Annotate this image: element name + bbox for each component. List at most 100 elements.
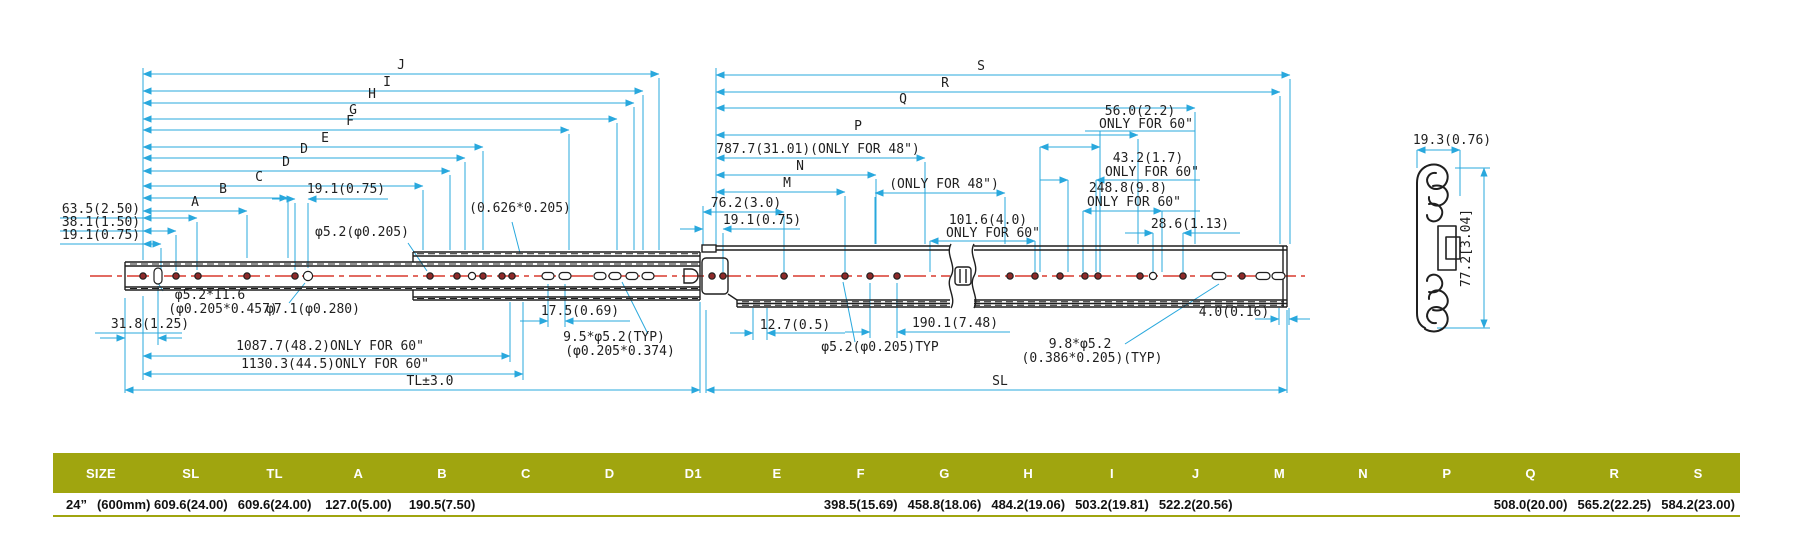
col-header-i: I (1070, 453, 1154, 493)
cell-d (567, 493, 652, 517)
cell-d1 (651, 493, 736, 517)
dimension-lines (60, 68, 1490, 394)
dim-letter-g: G (349, 103, 357, 118)
cell-m (1237, 493, 1322, 517)
dim-101-6b: ONLY FOR 60" (946, 226, 1040, 241)
col-header-b: B (400, 453, 484, 493)
dimension-labels: J I H G F E D D C B A 19.1(0.75) 63.5(2.… (62, 58, 1491, 389)
dim-9-8-phib: (0.386*0.205)(TYP) (1022, 351, 1163, 366)
dim-248-8b: ONLY FOR 60" (1087, 195, 1181, 210)
dim-letter-d2: D (282, 155, 290, 170)
dim-letter-n: N (796, 159, 804, 174)
cell-b: 190.5(7.50) (400, 493, 484, 517)
dim-letter-b: B (219, 182, 227, 197)
dim-19-1-upper: 19.1(0.75) (307, 182, 385, 197)
dim-19-1-left: 19.1(0.75) (62, 228, 140, 243)
col-header-h: H (986, 453, 1071, 493)
dim-phi5-2-typ: φ5.2(φ0.205)TYP (821, 340, 939, 355)
col-header-a: A (316, 453, 401, 493)
size-inches: 24” (66, 496, 87, 512)
size-mm: (600mm) (96, 496, 151, 512)
cell-n (1321, 493, 1406, 517)
cell-f: 398.5(15.69) (818, 493, 903, 517)
slide-rail-left-view (124, 251, 701, 301)
dim-letter-h: H (368, 87, 376, 102)
col-header-r: R (1572, 453, 1657, 493)
cell-q: 508.0(20.00) (1488, 493, 1573, 517)
dim-letter-c: C (255, 170, 263, 185)
cell-p (1405, 493, 1489, 517)
col-header-n: N (1321, 453, 1406, 493)
dim-letter-f: F (346, 114, 354, 129)
col-header-j: J (1153, 453, 1238, 493)
dim-9-8-phi: 9.8*φ5.2 (1049, 337, 1112, 352)
dim-9-5-phi: 9.5*φ5.2(TYP) (563, 330, 665, 345)
dim-letter-j: J (397, 58, 405, 73)
col-header-size: SIZE (53, 453, 149, 493)
cell-a: 127.0(5.00) (316, 493, 401, 517)
dim-cross-width: 19.3(0.76) (1413, 133, 1491, 148)
col-header-tl: TL (232, 453, 317, 493)
dim-56-0b: ONLY FOR 60" (1099, 117, 1193, 132)
cell-e (735, 493, 819, 517)
dim-phi7-1: φ7.1(φ0.280) (266, 302, 360, 317)
dim-letter-q: Q (899, 92, 907, 107)
dim-787-7: 787.7(31.01)(ONLY FOR 48") (716, 142, 920, 157)
dim-letter-r: R (941, 76, 949, 91)
col-header-e: E (735, 453, 819, 493)
dim-letter-i: I (383, 75, 391, 90)
table-row: 24”(600mm) 609.6(24.00) 609.6(24.00) 127… (53, 493, 1740, 517)
rail-cross-section (1416, 163, 1461, 333)
dim-letter-a: A (191, 195, 199, 210)
mounting-holes (139, 267, 1286, 285)
dim-only-48: (ONLY FOR 48") (889, 177, 999, 192)
dim-63-5: 63.5(2.50) (62, 202, 140, 217)
col-header-d1: D1 (651, 453, 736, 493)
dim-1087-7: 1087.7(48.2)ONLY FOR 60" (236, 339, 424, 354)
dim-cross-height: 77.2[3.04] (1459, 209, 1474, 287)
col-header-sl: SL (149, 453, 233, 493)
dim-letter-s: S (977, 59, 985, 74)
dim-76-2: 76.2(3.0) (711, 196, 781, 211)
dim-letter-d: D (300, 142, 308, 157)
dim-phi5-2: φ5.2(φ0.205) (315, 225, 409, 240)
cell-h: 484.2(19.06) (986, 493, 1071, 517)
table-header-row: SIZE SL TL A B C D D1 E F G H I J M N P … (53, 453, 1740, 493)
dim-38-1: 38.1(1.50) (62, 215, 140, 230)
dim-9-5-phib: (φ0.205*0.374) (565, 344, 675, 359)
dim-phi5-2x11-6: φ5.2*11.6 (175, 288, 245, 303)
dim-sl: SL (992, 374, 1008, 389)
dim-tl: TL±3.0 (407, 374, 454, 389)
col-header-f: F (818, 453, 903, 493)
dim-43-2: 43.2(1.7) (1113, 151, 1183, 166)
col-header-s: S (1656, 453, 1740, 493)
col-header-m: M (1237, 453, 1322, 493)
cell-tl: 609.6(24.00) (232, 493, 317, 517)
cell-c (483, 493, 568, 517)
dimension-table: SIZE SL TL A B C D D1 E F G H I J M N P … (53, 453, 1740, 517)
technical-drawing: J I H G F E D D C B A 19.1(0.75) 63.5(2.… (60, 58, 1491, 394)
dim-248-8: 248.8(9.8) (1089, 181, 1167, 196)
dim-letter-e: E (321, 131, 329, 146)
slide-rail-right-view (701, 243, 1288, 309)
dim-12-7: 12.7(0.5) (760, 318, 830, 333)
dim-1130-3: 1130.3(44.5)ONLY FOR 60" (241, 357, 429, 372)
dim-28-6: 28.6(1.13) (1151, 217, 1229, 232)
col-header-q: Q (1488, 453, 1573, 493)
cell-size: 24” (600mm) (53, 493, 151, 517)
cell-g: 458.8(18.06) (902, 493, 987, 517)
dim-letter-p: P (854, 119, 862, 134)
cell-r: 565.2(22.25) (1572, 493, 1657, 517)
dim-letter-m: M (783, 176, 791, 191)
cell-j: 522.2(20.56) (1153, 493, 1238, 517)
col-header-c: C (483, 453, 568, 493)
col-header-d: D (567, 453, 652, 493)
col-header-g: G (902, 453, 987, 493)
cell-s: 584.2(23.00) (1656, 493, 1740, 517)
dim-31-8: 31.8(1.25) (111, 317, 189, 332)
dim-17-5: 17.5(0.69) (541, 304, 619, 319)
dim-56-0: 56.0(2.2) (1105, 104, 1175, 119)
dim-slot-0626: (0.626*0.205) (469, 201, 571, 216)
dim-43-2b: ONLY FOR 60" (1105, 165, 1199, 180)
